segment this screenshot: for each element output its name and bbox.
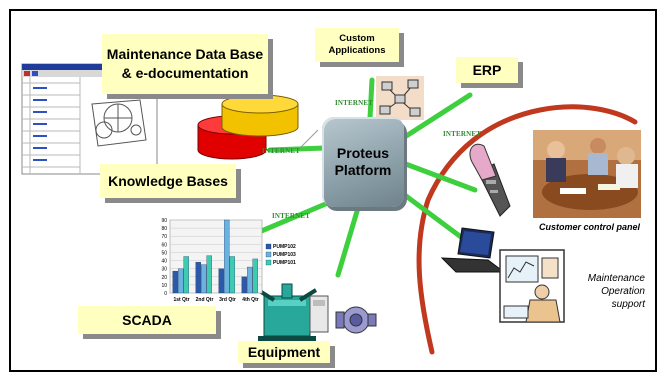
database-cylinders <box>197 94 299 160</box>
chart-y-tick-label: 80 <box>161 226 167 232</box>
link-to-maintenance-db <box>267 145 328 153</box>
link-to-phone <box>400 160 478 193</box>
internet-label-left: INTERNET <box>262 147 301 155</box>
chart-x-tick-label: 2nd Qtr <box>196 297 214 303</box>
laptop-icon <box>440 227 506 273</box>
hub-line1: Proteus <box>336 145 390 161</box>
support-line2: Operation <box>601 286 645 297</box>
chart-bar <box>252 258 258 294</box>
internet-label-bottom: INTERNET <box>272 212 311 220</box>
chart-y-tick-label: 40 <box>161 259 167 265</box>
chart-legend-label: PUMP103 <box>273 252 296 258</box>
equipment-label: Equipment <box>247 344 321 360</box>
equipment-machine-icon <box>256 283 329 341</box>
chart-bar <box>195 262 201 294</box>
chart-bar <box>178 268 184 294</box>
link-to-erp <box>397 92 473 143</box>
custom-apps-line2: Applications <box>328 45 386 56</box>
chart-y-tick-label: 90 <box>161 218 167 224</box>
chart-bar <box>218 268 224 294</box>
maintenance-support-label: Maintenance Operation support <box>575 272 645 311</box>
chart-y-tick-label: 0 <box>164 291 167 297</box>
hub-line2: Platform <box>334 162 392 178</box>
chart-y-tick-label: 10 <box>161 283 167 289</box>
link-to-equipment <box>335 205 361 278</box>
motor-engine-icon <box>335 306 377 334</box>
chart-bar <box>201 264 207 294</box>
chart-legend-swatch <box>265 251 272 258</box>
chart-x-tick-label: 1st Qtr <box>173 297 189 303</box>
customer-meeting-photo <box>533 130 641 218</box>
link-to-custom-apps <box>367 77 375 121</box>
chart-y-tick-label: 50 <box>161 250 167 256</box>
chart-y-tick-label: 20 <box>161 275 167 281</box>
knowledge-bases-box[interactable]: Knowledge Bases <box>100 164 236 198</box>
chart-bar <box>247 266 253 294</box>
chart-bar <box>241 276 247 294</box>
chart-legend-swatch <box>265 243 272 250</box>
link-to-knowledge-bases <box>299 129 319 149</box>
maintenance-db-line2: & e-documentation <box>121 65 249 81</box>
chart-y-tick-label: 70 <box>161 234 167 240</box>
chart-bar <box>224 219 230 294</box>
scada-bar-chart: 0 10 20 30 40 50 60 70 80 90 1st Qtr 2nd Qtr 3rd Qtr… <box>161 218 296 303</box>
chart-legend-swatch <box>265 259 272 266</box>
maintenance-support-clipart <box>499 249 565 323</box>
chart-x-tick-label: 3rd Qtr <box>219 297 236 303</box>
proteus-platform-hub[interactable]: Proteus Platform <box>322 117 404 207</box>
chart-x-tick-label: 4th Qtr <box>242 297 258 303</box>
chart-bar <box>229 256 235 294</box>
mobile-phone-icon <box>469 143 511 217</box>
chart-bar <box>172 270 178 294</box>
chart-bar <box>183 256 189 294</box>
erp-label: ERP <box>472 62 502 78</box>
customer-control-panel-label: Customer control panel <box>539 222 641 232</box>
chart-y-tick-label: 60 <box>161 242 167 248</box>
network-computers-icon <box>376 76 424 120</box>
custom-apps-line1: Custom <box>339 33 375 44</box>
chart-y-tick-label: 30 <box>161 267 167 273</box>
support-line3: support <box>611 299 645 310</box>
custom-applications-box[interactable]: Custom Applications <box>315 28 399 62</box>
erp-box[interactable]: ERP <box>456 57 518 83</box>
equipment-box[interactable]: Equipment <box>238 341 330 363</box>
chart-legend-label: PUMP102 <box>273 244 296 250</box>
link-to-laptop <box>395 187 468 243</box>
maintenance-db-box[interactable]: Maintenance Data Base & e-documentation <box>102 34 268 94</box>
internet-label-right: INTERNET <box>443 130 482 138</box>
scada-label: SCADA <box>122 312 172 328</box>
chart-bar <box>206 255 212 294</box>
internet-label-top: INTERNET <box>335 99 374 107</box>
knowledge-bases-label: Knowledge Bases <box>108 173 228 189</box>
scada-box[interactable]: SCADA <box>78 306 216 334</box>
maintenance-db-line1: Maintenance Data Base <box>106 46 264 62</box>
support-line1: Maintenance <box>587 273 645 284</box>
chart-legend-label: PUMP101 <box>273 260 296 266</box>
network-boundary-curve <box>416 104 638 355</box>
